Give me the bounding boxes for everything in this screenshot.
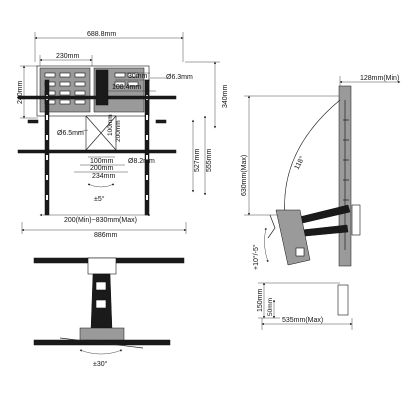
dim-30: 30mm [128, 73, 148, 80]
dim-535: 535mm(Max) [282, 317, 323, 324]
dim-340: 340mm [222, 84, 229, 108]
top-tv-rail [33, 339, 171, 346]
dim-108-4: 108.4mm [112, 84, 141, 91]
dim-v-100: 100mm [107, 114, 114, 136]
tilt-angle-label: ±5° [94, 195, 105, 203]
lower-horizontal-arm [17, 149, 177, 154]
dim-555: 555mm [206, 148, 213, 172]
right-arm-stub [155, 119, 167, 124]
dim-886: 886mm [94, 232, 118, 239]
dim-hole-6-3: Ø6.3mm [166, 74, 193, 81]
swing-arc [284, 99, 341, 216]
dim-v-200: 200mm [115, 120, 122, 142]
dim-128: 128mm(Min) [360, 75, 399, 82]
dim-527: 527mm [194, 148, 201, 172]
top-view: ±30° [33, 257, 185, 368]
dim-h-200: 200mm [90, 165, 114, 172]
dim-arm-range: 200(Min)~830mm(Max) [64, 217, 137, 224]
right-vertical-rail [144, 79, 150, 216]
dim-630: 630mm(Max) [241, 155, 248, 196]
left-arm-stub [27, 119, 39, 124]
dim-230: 230mm [56, 53, 80, 60]
center-column [95, 69, 109, 106]
dim-688-8: 688.8mm [87, 31, 116, 38]
left-vertical-rail [44, 79, 50, 216]
side-wall-bracket [351, 204, 361, 236]
dim-150: 150mm [257, 288, 264, 312]
dim-hole-6-5: Ø6.5mm [57, 130, 84, 137]
dim-hole-8-2: Ø8.2mm [128, 158, 155, 165]
front-view: 688.8mm 230mm 240mm 30mm Ø6.3mm [17, 31, 229, 239]
tilt-range-label: +10°/-5° [252, 244, 260, 270]
swivel-angle-label: ±30° [93, 360, 108, 368]
dim-240: 240mm [17, 80, 24, 104]
dim-50: 50mm [267, 298, 274, 316]
dim-h-100: 100mm [90, 158, 114, 165]
side-view: 128mm(Min) 630mm(Max) 118° +10°/-5° 150m… [241, 75, 401, 330]
side-base-block [337, 284, 349, 316]
top-wall-bracket [87, 257, 117, 275]
dim-h-234: 234mm [92, 173, 116, 180]
